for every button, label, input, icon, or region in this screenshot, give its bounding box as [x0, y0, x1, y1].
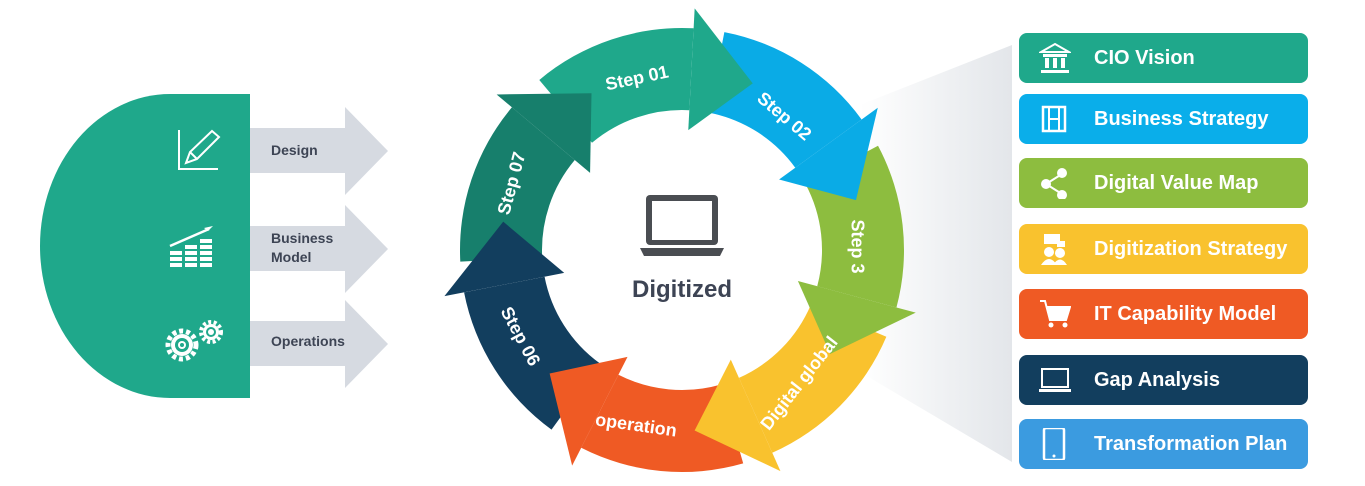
laptop-icon [1039, 368, 1071, 392]
gap-analysis-box: Gap Analysis [1019, 355, 1308, 405]
step-arrow-body [581, 374, 744, 472]
share-icon [1041, 168, 1067, 199]
center-title: Digitized [632, 276, 732, 303]
step-arrow-head [444, 221, 565, 297]
digitization-strategy-label: Digitization Strategy [1094, 238, 1288, 260]
digitization-strategy-box: Digitization Strategy [1019, 224, 1308, 274]
business-strategy-label: Business Strategy [1094, 108, 1269, 130]
tablet-icon [1042, 428, 1066, 460]
gears-icon [165, 320, 223, 362]
operations-arrow [250, 300, 388, 388]
cio-vision-label: CIO Vision [1094, 47, 1195, 69]
step-arrow-head [688, 8, 753, 131]
people-chat-icon [1041, 234, 1067, 265]
growth-chart-icon [169, 226, 213, 267]
step-label: Step 3 [847, 219, 868, 274]
step-arrow-head [496, 93, 592, 173]
transformation-plan-box: Transformation Plan [1019, 419, 1308, 469]
film-icon [1041, 105, 1067, 133]
step-arrow-head [779, 107, 878, 201]
digital-value-map-label: Digital Value Map [1094, 172, 1259, 194]
digital-value-map-box: Digital Value Map [1019, 158, 1308, 208]
cart-icon [1040, 300, 1071, 328]
left-panel [40, 94, 250, 398]
step-arrow-body [459, 107, 575, 262]
step-arrow-head [797, 281, 916, 354]
step-arrow-head [549, 356, 628, 466]
it-capability-model-label: IT Capability Model [1094, 303, 1277, 325]
laptop-icon [640, 195, 724, 256]
pencil-chart-icon [178, 129, 221, 170]
gap-analysis-label: Gap Analysis [1094, 369, 1220, 391]
it-capability-model-box: IT Capability Model [1019, 289, 1308, 339]
business-strategy-box: Business Strategy [1019, 94, 1308, 144]
step-arrow-body [708, 32, 862, 168]
cio-vision-box: CIO Vision [1019, 33, 1308, 83]
business-model-arrow [250, 205, 388, 293]
bank-icon [1039, 42, 1071, 73]
step-arrow-head [694, 359, 781, 472]
design-arrow [250, 107, 388, 195]
transformation-plan-label: Transformation Plan [1094, 433, 1288, 455]
